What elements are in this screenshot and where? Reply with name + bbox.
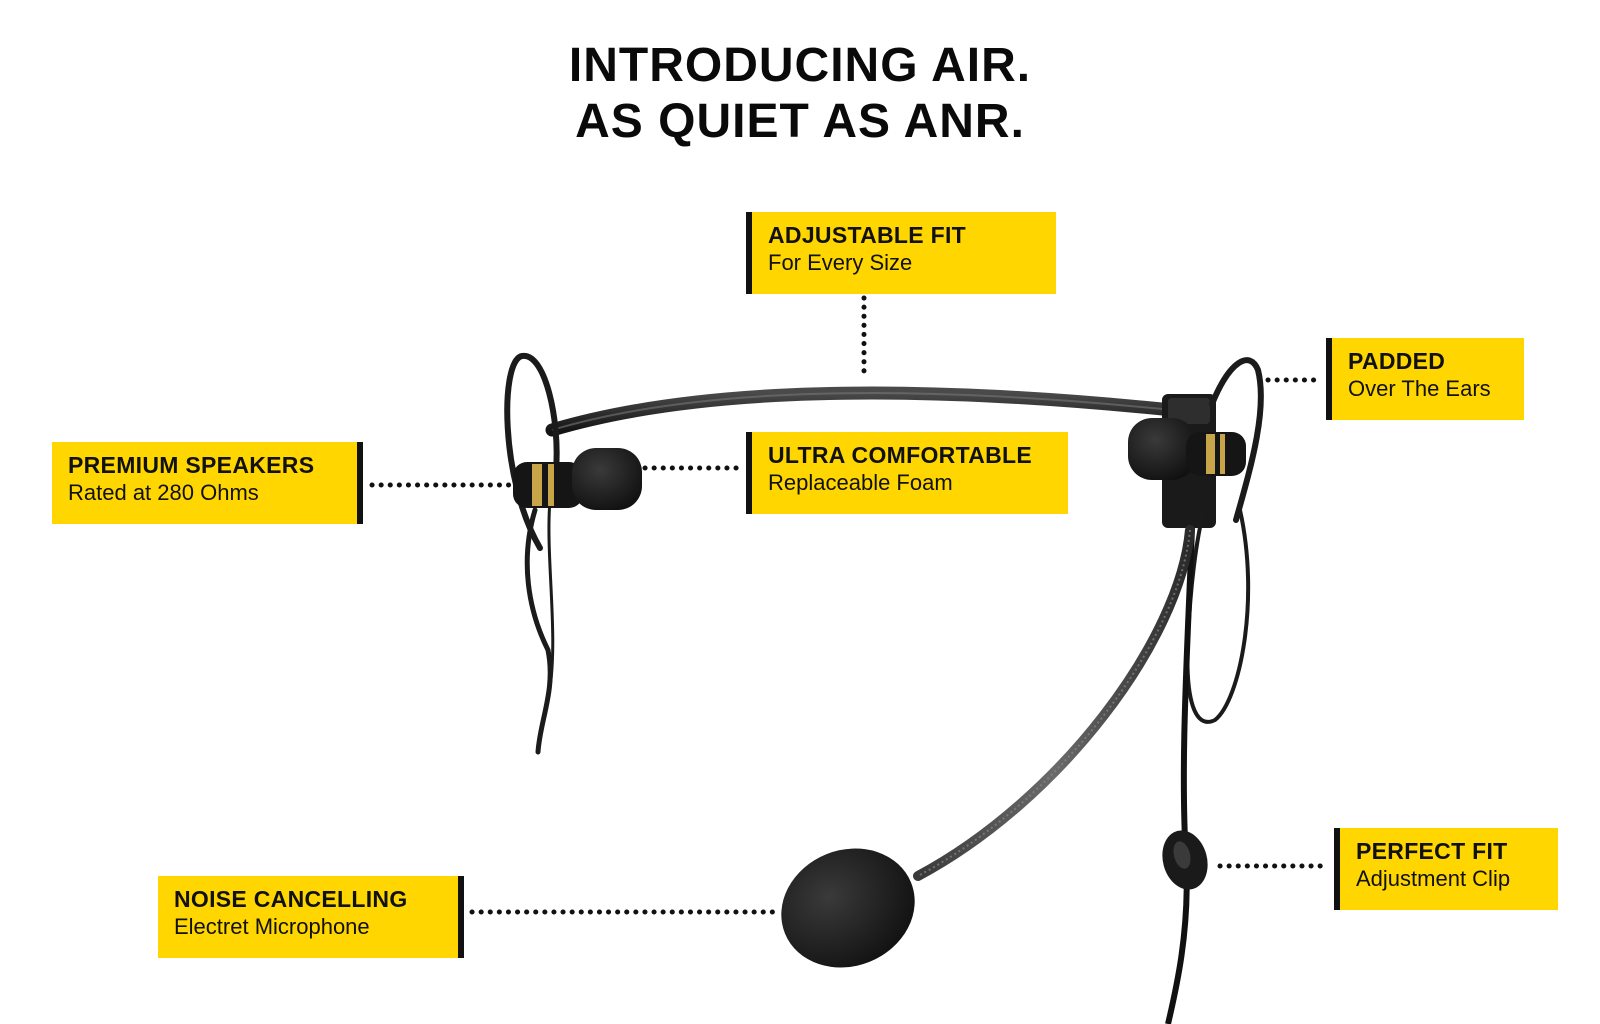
leader-lines xyxy=(369,295,1325,915)
callout-subtitle: Rated at 280 Ohms xyxy=(68,480,259,505)
headband xyxy=(545,386,1179,437)
right-earbud-body xyxy=(1186,432,1246,476)
page-title: INTRODUCING AIR. AS QUIET AS ANR. xyxy=(0,38,1600,150)
callout-padded: PADDED Over The Ears xyxy=(1326,338,1524,420)
main-cable xyxy=(1165,527,1195,1024)
callout-adjustable-fit: ADJUSTABLE FIT For Every Size xyxy=(746,212,1056,294)
callout-title: PREMIUM SPEAKERS xyxy=(68,452,315,478)
headline-line-1: INTRODUCING AIR. xyxy=(568,39,1032,92)
callout-perfect-fit: PERFECT FIT Adjustment Clip xyxy=(1334,828,1558,910)
callout-ultra-comfortable: ULTRA COMFORTABLE Replaceable Foam xyxy=(746,432,1068,514)
right-foam-tip xyxy=(1128,418,1196,480)
adjustment-clip xyxy=(1162,830,1208,890)
right-ear-hook xyxy=(1209,357,1264,523)
callout-premium-speakers: PREMIUM SPEAKERS Rated at 280 Ohms xyxy=(52,442,363,524)
mic-foam xyxy=(781,848,915,968)
callout-subtitle: Over The Ears xyxy=(1348,376,1491,401)
headline-line-2: AS QUIET AS ANR. xyxy=(575,95,1025,148)
callout-title: ADJUSTABLE FIT xyxy=(768,222,966,248)
callout-subtitle: Electret Microphone xyxy=(174,914,370,939)
callout-title: PERFECT FIT xyxy=(1356,838,1508,864)
boom-arm xyxy=(913,525,1195,881)
left-cable xyxy=(524,507,553,755)
callout-title: ULTRA COMFORTABLE xyxy=(768,442,1033,468)
callout-title: PADDED xyxy=(1348,348,1446,374)
callout-subtitle: Replaceable Foam xyxy=(768,470,953,495)
callout-subtitle: For Every Size xyxy=(768,250,913,275)
callout-subtitle: Adjustment Clip xyxy=(1356,866,1511,891)
left-foam-tip xyxy=(572,448,642,510)
right-loop-cable xyxy=(1185,509,1251,724)
callout-title: NOISE CANCELLING xyxy=(174,886,408,912)
callout-noise-cancelling: NOISE CANCELLING Electret Microphone xyxy=(158,876,464,958)
